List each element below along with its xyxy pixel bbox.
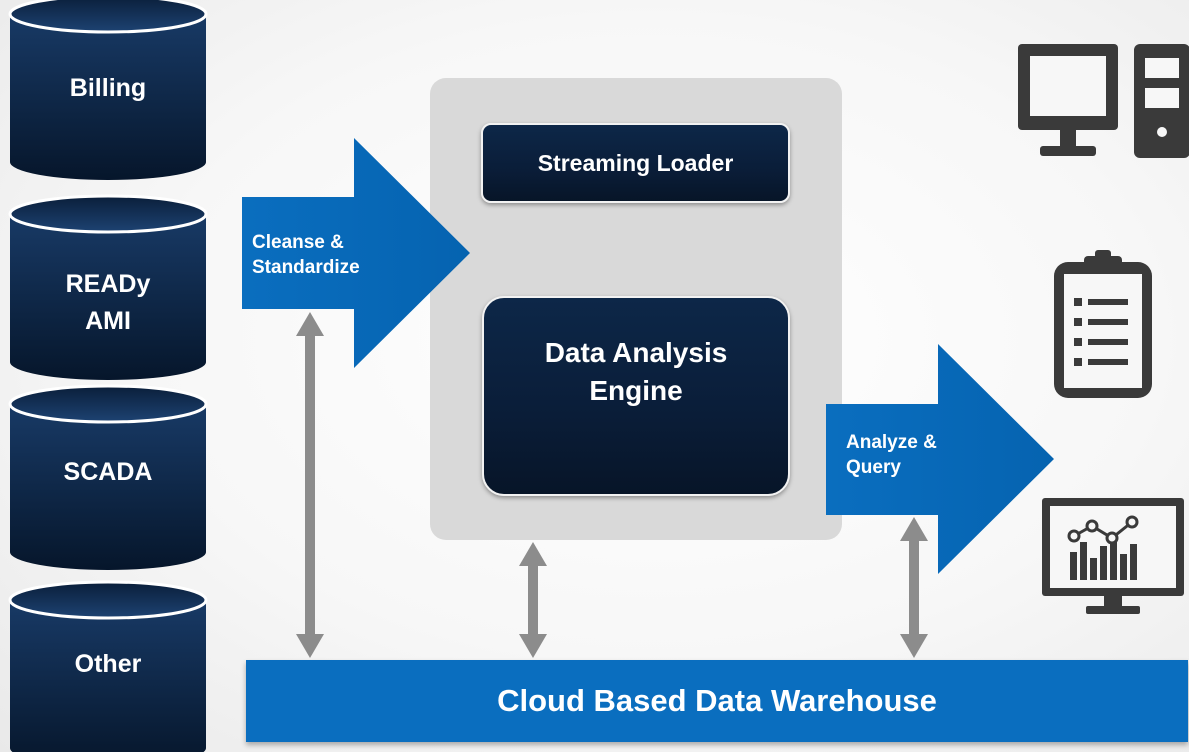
- database-column: [8, 0, 208, 752]
- streaming-loader-box: Streaming Loader: [481, 123, 790, 203]
- monitor-chart-icon: [1042, 498, 1184, 614]
- desktop-computer-icon: [1018, 44, 1189, 158]
- cleanse-label: Cleanse & Standardize: [252, 230, 392, 280]
- database-scada-label: SCADA: [63, 458, 153, 486]
- analyze-label-text: Analyze & Query: [846, 432, 937, 478]
- database-other-shape: [8, 580, 208, 752]
- warehouse-label: Cloud Based Data Warehouse: [497, 683, 937, 718]
- connector-engine-warehouse: [519, 542, 547, 658]
- database-scada-shape: [8, 384, 208, 570]
- cloud-data-warehouse: Cloud Based Data Warehouse: [246, 660, 1188, 742]
- data-analysis-engine-box: Data Analysis Engine: [482, 296, 790, 496]
- database-other-label: Other: [74, 650, 142, 678]
- data-analysis-engine-label: Data Analysis Engine: [544, 337, 728, 406]
- connector-analyze-warehouse: [900, 517, 928, 658]
- clipboard-checklist-icon: [1054, 250, 1152, 398]
- database-billing-shape: [8, 0, 208, 180]
- cleanse-arrow: [242, 138, 470, 368]
- cleanse-label-text: Cleanse & Standardize: [252, 232, 360, 278]
- analyze-arrow: [826, 344, 1054, 574]
- streaming-loader-label: Streaming Loader: [537, 150, 734, 176]
- analyze-label: Analyze & Query: [846, 430, 946, 480]
- database-ready-ami-text: READy AMI: [65, 270, 151, 335]
- connector-cleanse-warehouse: [296, 312, 324, 658]
- database-billing-label: Billing: [69, 74, 147, 102]
- database-ready-ami-label: READy AMI: [10, 266, 206, 340]
- database-ready-ami-shape: [8, 194, 208, 380]
